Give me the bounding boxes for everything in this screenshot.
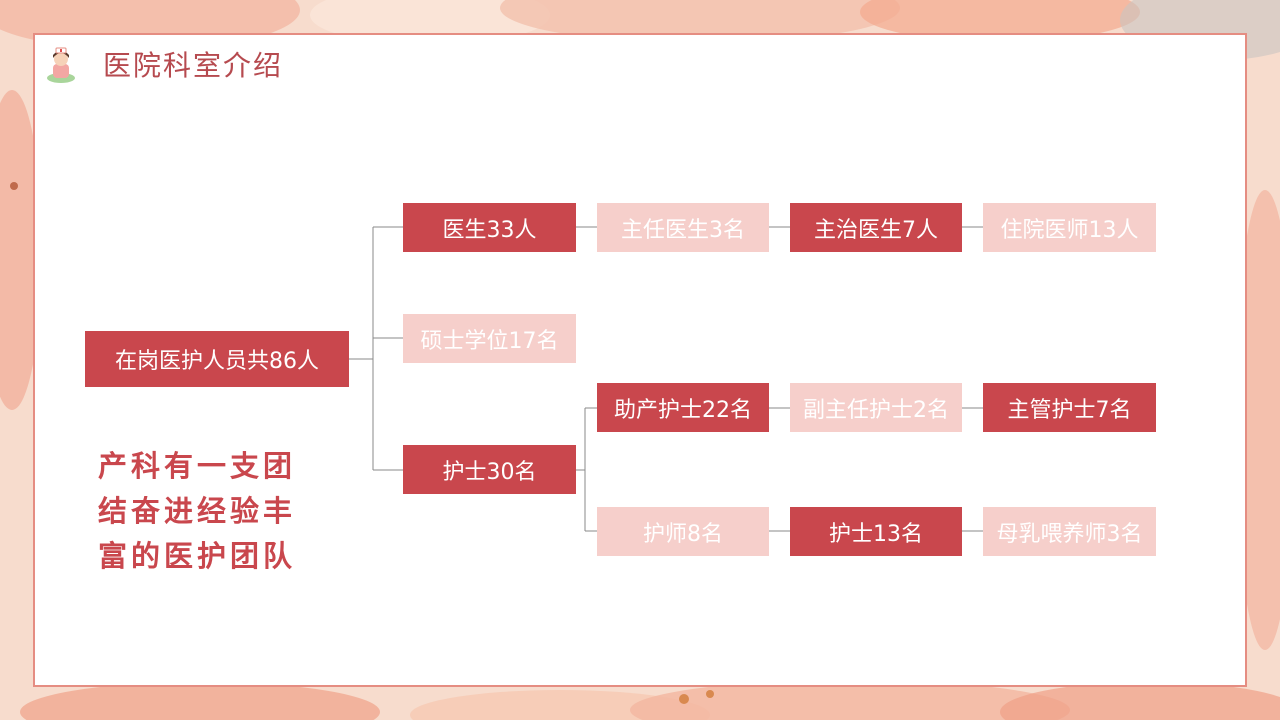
nurse-node: 护士13名	[790, 507, 962, 556]
slogan-line: 结奋进经验丰	[98, 494, 297, 528]
root-node: 在岗医护人员共86人	[85, 331, 349, 387]
page-title: 医院科室介绍	[103, 49, 284, 82]
midwife-nurse-node: 助产护士22名	[597, 383, 769, 432]
resident-doctor-node: 住院医师13人	[983, 203, 1156, 252]
masters-node: 硕士学位17名	[403, 314, 576, 363]
slogan-line: 富的医护团队	[98, 539, 297, 573]
doctors-node: 医生33人	[403, 203, 576, 252]
supervisor-nurse-node: 主管护士7名	[983, 383, 1156, 432]
attending-doctor-node: 主治医生7人	[790, 203, 962, 252]
nurse-practitioner-node: 护师8名	[597, 507, 769, 556]
nurses-node: 护士30名	[403, 445, 576, 494]
team-slogan: 产科有一支团 结奋进经验丰 富的医护团队	[98, 444, 338, 579]
deputy-chief-nurse-node: 副主任护士2名	[790, 383, 962, 432]
slogan-line: 产科有一支团	[98, 449, 297, 483]
lactation-consultant-node: 母乳喂养师3名	[983, 507, 1156, 556]
nurse-icon	[47, 47, 75, 83]
chief-doctor-node: 主任医生3名	[597, 203, 769, 252]
